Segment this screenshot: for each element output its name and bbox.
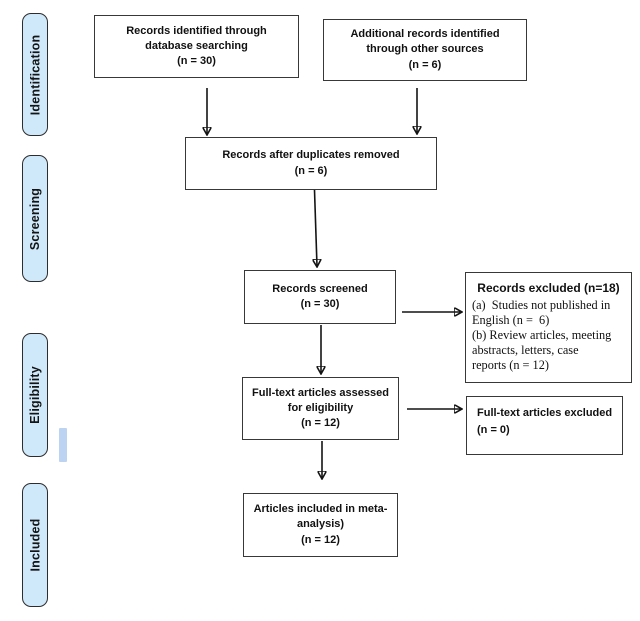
box-line: abstracts, letters, case — [472, 342, 579, 357]
box-line: (b) Review articles, meeting — [472, 327, 612, 342]
box-line: analysis) — [296, 518, 345, 531]
box-line: (n = 6) — [408, 58, 442, 71]
stage-label: Included — [28, 518, 42, 572]
box-line: (n = 12) — [301, 533, 340, 546]
box-line: through other sources — [366, 43, 484, 56]
box-line: (n = 30) — [300, 298, 340, 310]
box-line: for eligibility — [287, 401, 354, 414]
box-fulltext-excluded: Full-text articles excluded (n = 0) — [466, 396, 623, 455]
arrow-duplicates-to-screened — [315, 189, 318, 266]
box-line: Articles included in meta- — [253, 503, 388, 516]
box-line: Records after duplicates removed — [222, 149, 400, 162]
box-records-identified: Records identified through database sear… — [94, 15, 299, 78]
stage-label: Identification — [28, 34, 43, 115]
box-line: (n = 6) — [294, 164, 328, 177]
box-line: Additional records identified — [350, 28, 500, 41]
box-line: Full-text articles assessed — [252, 386, 389, 399]
box-records-screened: Records screened (n = 30) — [244, 270, 396, 324]
stage-screening: Screening — [22, 155, 48, 282]
box-line: Full-text articles excluded — [477, 407, 613, 419]
stage-label: Screening — [28, 187, 42, 250]
box-meta-analysis: Articles included in meta- analysis) (n … — [243, 493, 398, 557]
box-line: (n = 12) — [301, 417, 340, 430]
box-line: (n = 0) — [477, 423, 510, 436]
stage-identification: Identification — [22, 13, 48, 136]
box-line: English (n = 6) — [472, 312, 550, 327]
box-line: Records identified through — [126, 24, 267, 37]
box-line: Records excluded (n=18) — [477, 281, 620, 295]
box-line: reports (n = 12) — [472, 357, 549, 372]
box-records-excluded: Records excluded (n=18) (a) Studies not … — [465, 272, 632, 383]
box-line: Records screened — [272, 282, 368, 295]
box-line: (n = 30) — [177, 55, 216, 68]
box-fulltext-assessed: Full-text articles assessed for eligibil… — [242, 377, 399, 440]
box-additional-records: Additional records identified through ot… — [323, 19, 527, 81]
highlight-bar — [59, 428, 67, 462]
stage-label: Eligibility — [28, 366, 43, 424]
stage-eligibility: Eligibility — [22, 333, 48, 457]
stage-included: Included — [22, 483, 48, 607]
box-duplicates-removed: Records after duplicates removed (n = 6) — [185, 137, 437, 190]
box-line: database searching — [145, 39, 248, 52]
box-line: (a) Studies not published in — [472, 297, 611, 312]
